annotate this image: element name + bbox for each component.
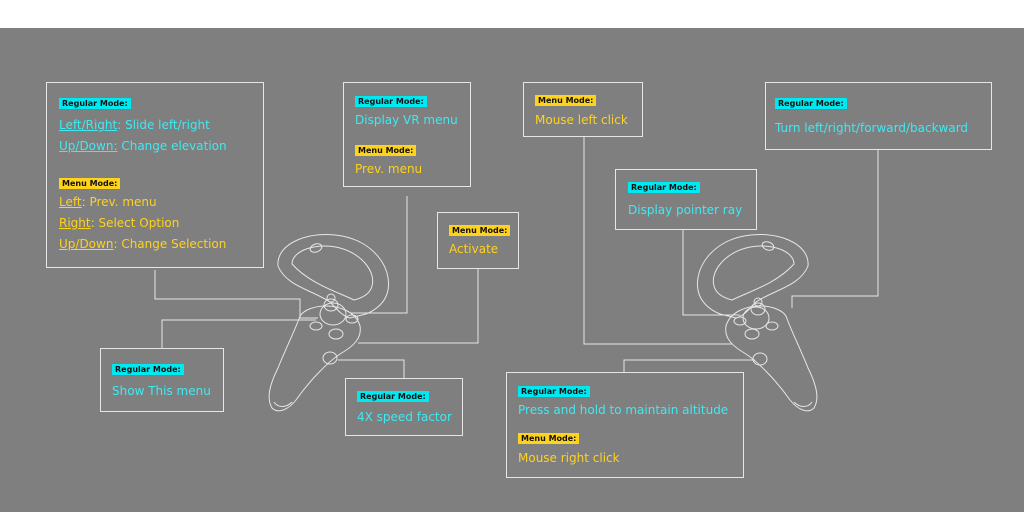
connector-right-stick <box>791 150 879 308</box>
left-stick-menu-line-1: Left: Prev. menu <box>59 195 157 209</box>
right-a-button-menu-text: Mouse left click <box>535 113 628 127</box>
left-menu-button-regular-text: Display VR menu <box>355 113 458 127</box>
right-grip-callout: Regular Mode: Press and hold to maintain… <box>506 372 744 478</box>
connector-left-y-button <box>161 319 316 349</box>
regular-mode-tag: Regular Mode: <box>59 98 131 109</box>
right-a-button-callout: Menu Mode: Mouse left click <box>523 82 643 137</box>
right-trigger-callout: Regular Mode: Display pointer ray <box>615 169 757 230</box>
left-y-button-regular-text: Show This menu <box>112 384 211 398</box>
left-controller-icon <box>268 234 390 412</box>
right-stick-regular-text: Turn left/right/forward/backward <box>775 121 969 135</box>
left-menu-button-callout: Regular Mode: Display VR menu Menu Mode:… <box>343 82 471 187</box>
connector-lines <box>154 136 879 412</box>
left-grip-callout: Regular Mode: 4X speed factor <box>345 378 463 436</box>
connector-right-a-button <box>583 136 732 345</box>
left-stick-regular-line-1: Left/Right: Slide left/right <box>59 118 210 132</box>
left-y-button-callout: Regular Mode: Show This menu <box>100 348 224 412</box>
connector-right-trigger <box>682 230 740 316</box>
left-grip-regular-text: 4X speed factor <box>357 410 452 424</box>
regular-mode-tag: Regular Mode: <box>518 386 590 397</box>
connector-left-menu-button <box>350 196 408 314</box>
menu-mode-tag: Menu Mode: <box>355 145 417 156</box>
regular-mode-tag: Regular Mode: <box>628 182 700 193</box>
left-stick-menu-line-3: Up/Down: Change Selection <box>59 237 227 251</box>
regular-mode-tag: Regular Mode: <box>355 96 427 107</box>
menu-mode-tag: Menu Mode: <box>535 95 597 106</box>
right-stick-callout: Regular Mode: Turn left/right/forward/ba… <box>765 82 992 150</box>
menu-mode-tag: Menu Mode: <box>449 225 511 236</box>
left-trigger-menu-text: Activate <box>449 242 499 256</box>
left-stick-callout: Regular Mode: Left/Right: Slide left/rig… <box>46 82 264 268</box>
regular-mode-tag: Regular Mode: <box>112 364 184 375</box>
right-controller-icon <box>696 234 818 412</box>
connector-right-grip <box>623 359 755 372</box>
regular-mode-tag: Regular Mode: <box>775 98 847 109</box>
left-stick-regular-line-2: Up/Down: Change elevation <box>59 139 227 153</box>
controls-diagram: Regular Mode: Left/Right: Slide left/rig… <box>0 28 1024 512</box>
right-grip-regular-text: Press and hold to maintain altitude <box>518 403 729 417</box>
right-grip-menu-text: Mouse right click <box>518 451 620 465</box>
left-trigger-callout: Menu Mode: Activate <box>437 212 519 269</box>
left-stick-menu-line-2: Right: Select Option <box>59 216 180 230</box>
menu-mode-tag: Menu Mode: <box>59 178 121 189</box>
right-trigger-regular-text: Display pointer ray <box>628 203 743 217</box>
connector-left-trigger <box>358 269 479 344</box>
connector-left-grip <box>338 359 405 379</box>
left-menu-button-menu-text: Prev. menu <box>355 162 423 176</box>
regular-mode-tag: Regular Mode: <box>357 391 429 402</box>
connector-left-stick <box>154 270 318 319</box>
menu-mode-tag: Menu Mode: <box>518 433 580 444</box>
